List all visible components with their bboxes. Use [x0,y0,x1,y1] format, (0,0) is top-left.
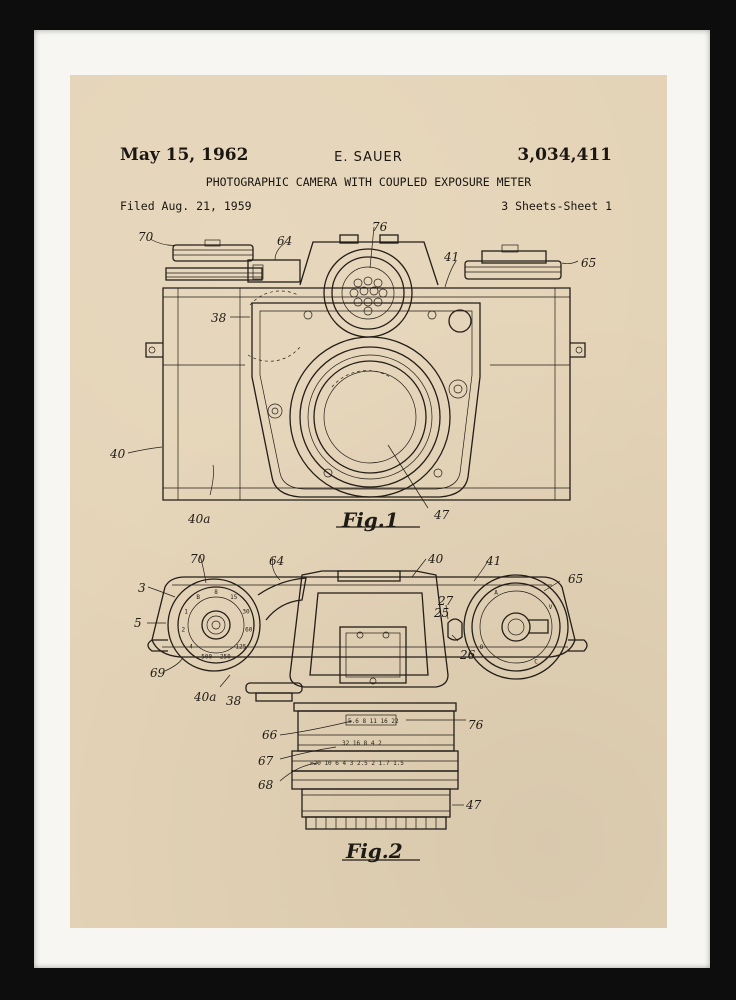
ref-65: 65 [581,256,596,270]
ref-25: 25 [433,606,449,620]
figure-2-camera-top: 8 15 30 60 125 250 500 4 2 1 B A V C O [147,554,588,861]
dialLeft-label: 125 [235,644,246,651]
dialLeft-label: 250 [220,654,231,661]
aperture-scale-window: 5.6 8 11 16 22 [348,718,399,725]
dialLeft-label: 500 [201,654,212,661]
ref-70: 70 [138,230,154,244]
dialLeft-label: 4 [189,644,193,651]
ref-41: 41 [443,250,459,264]
left-dial-scale: 8 15 30 60 125 250 500 4 2 1 B [181,589,252,661]
ref-3: 3 [138,581,146,595]
ref-40a: 40a [187,512,210,526]
dialRight-label: C [534,659,538,666]
patent-inventor: E. SAUER [334,150,403,165]
patent-sheet-number: 3 Sheets-Sheet 1 [501,199,612,213]
patent-drawings: 8 15 30 60 125 250 500 4 2 1 B A V C O [109,220,596,863]
dialLeft-label: B [196,594,200,601]
ref-67: 67 [258,754,274,768]
ref-76: 76 [372,220,388,234]
ref-47-fig2: 47 [465,798,482,812]
dialLeft-label: 1 [184,608,188,615]
dialLeft-label: 15 [230,594,238,601]
ref-64-fig2: 64 [269,554,284,568]
dialRight-label: O [480,644,484,651]
depth-scale: 32 16 8 4 2 [342,740,382,747]
dialLeft-label: 2 [181,627,185,634]
figure-1-caption: Fig.1 [341,508,399,532]
ref-27: 27 [437,594,454,608]
ref-38-fig2: 38 [226,694,242,708]
ref-38: 38 [211,311,227,325]
ref-76-fig2: 76 [468,718,484,732]
dialRight-label: V [549,604,553,611]
ref-66: 66 [262,728,278,742]
ref-40: 40 [109,447,126,461]
figure-1-camera-front [127,226,586,528]
patent-filed-date: Filed Aug. 21, 1959 [120,199,252,213]
distance-scale: ∞20 10 6 4 3 2.5 2 1.7 1.5 [310,760,404,767]
patent-date: May 15, 1962 [120,145,249,165]
dialRight-label: A [494,589,498,596]
dialLeft-label: 30 [242,608,250,615]
patent-print: May 15, 1962 E. SAUER 3,034,411 PHOTOGRA… [70,75,667,928]
ref-70-fig2: 70 [190,552,206,566]
dialLeft-label: 60 [245,627,253,634]
patent-title: PHOTOGRAPHIC CAMERA WITH COUPLED EXPOSUR… [205,175,532,189]
ref-40a-fig2: 40a [193,690,216,704]
ref-65-fig2: 65 [568,572,583,586]
patent-number: 3,034,411 [517,145,612,165]
ref-47: 47 [433,508,450,522]
ref-40-fig2: 40 [427,552,444,566]
ref-26: 26 [459,648,476,662]
ref-41-fig2: 41 [485,554,501,568]
dialLeft-label: 8 [214,589,218,596]
ref-5: 5 [134,616,142,630]
ref-64: 64 [277,234,292,248]
figure-2-caption: Fig.2 [345,839,403,863]
right-dial-scale: A V C O [480,589,553,665]
ref-69: 69 [150,666,166,680]
ref-68: 68 [258,778,274,792]
